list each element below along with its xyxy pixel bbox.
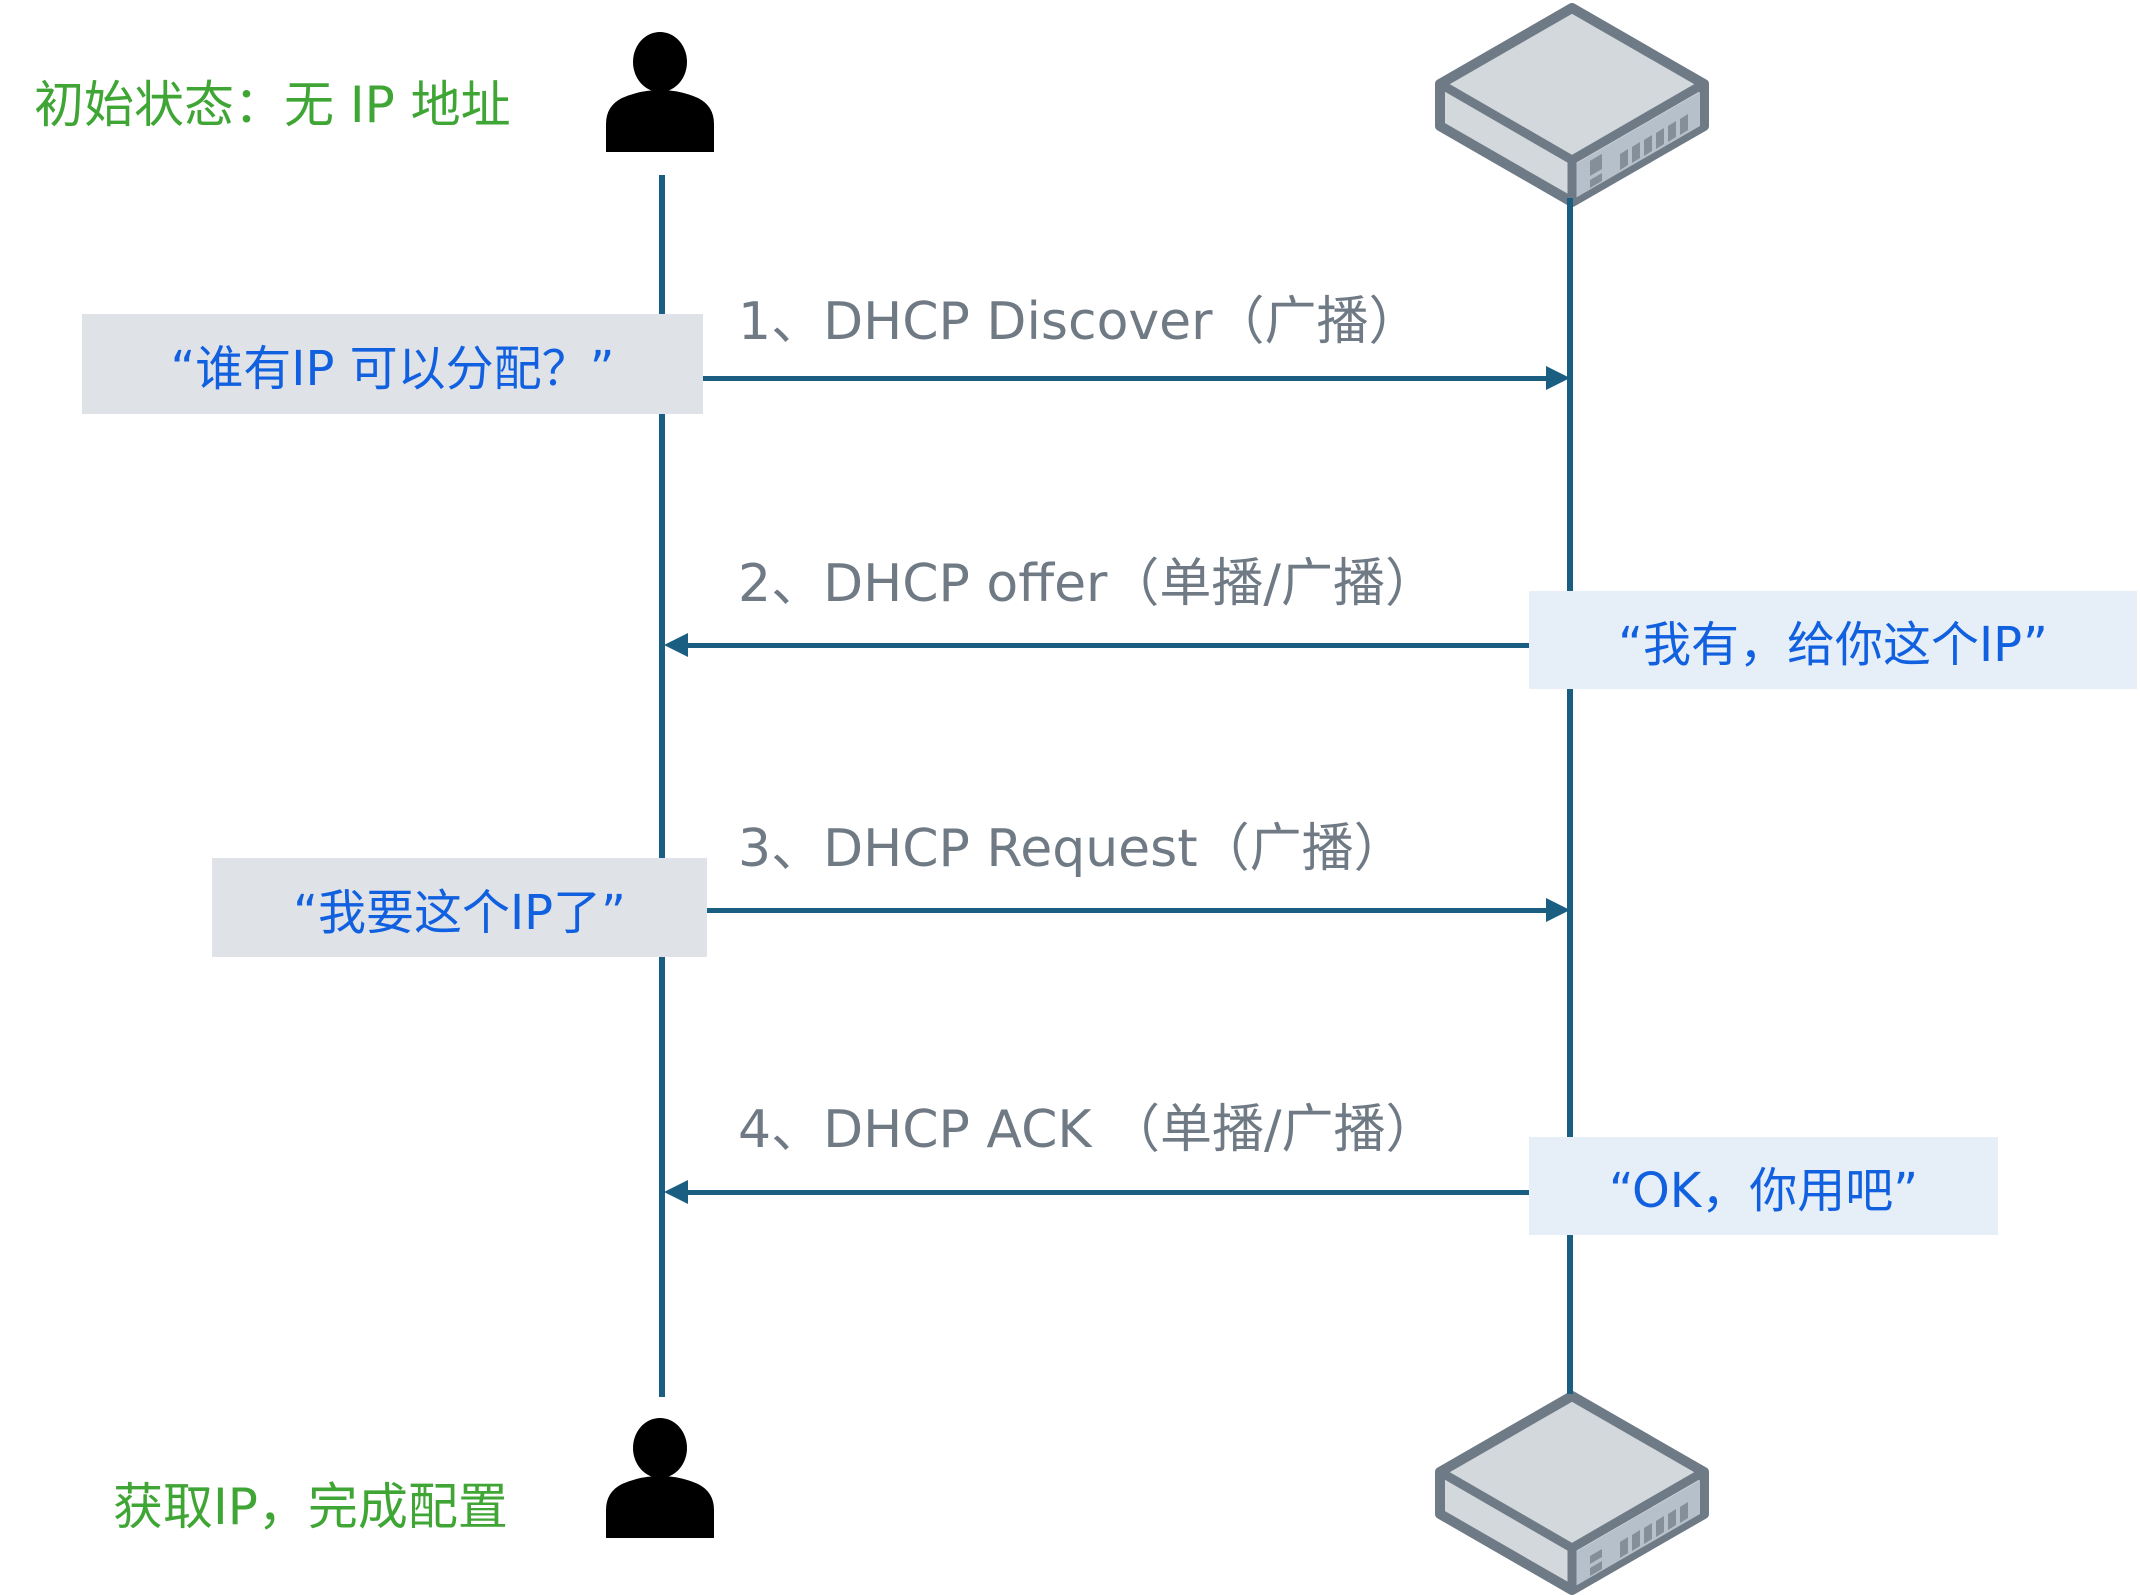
arrow-discover [703, 376, 1548, 381]
arrow-ack [686, 1190, 1529, 1195]
server-lifeline [1567, 198, 1573, 1394]
client-quote-request: “我要这个IP了” [212, 858, 707, 957]
arrow-head-ack [664, 1180, 688, 1204]
arrow-offer [686, 643, 1529, 648]
final-state-label: 获取IP，完成配置 [113, 1478, 508, 1536]
server-quote-ack: “OK，你用吧” [1529, 1137, 1998, 1235]
message-label-discover: 1、DHCP Discover（广播） [738, 292, 1421, 352]
arrow-head-request [1546, 898, 1570, 922]
server-icon-bottom [1435, 1391, 1709, 1595]
arrow-head-offer [664, 633, 688, 657]
message-label-request: 3、DHCP Request（广播） [738, 819, 1406, 879]
initial-state-label: 初始状态：无 IP 地址 [34, 76, 511, 134]
arrow-head-discover [1546, 366, 1570, 390]
client-person-icon-top [606, 32, 714, 152]
server-icon-top [1435, 3, 1709, 207]
client-quote-discover: “谁有IP 可以分配？” [82, 314, 703, 414]
arrow-request [707, 908, 1548, 913]
client-lifeline [659, 175, 665, 1397]
client-person-icon-bottom [606, 1418, 714, 1538]
message-label-offer: 2、DHCP offer（单播/广播） [738, 554, 1437, 614]
message-label-ack: 4、DHCP ACK （单播/广播） [738, 1100, 1438, 1160]
server-quote-offer: “我有，给你这个IP” [1529, 591, 2137, 689]
